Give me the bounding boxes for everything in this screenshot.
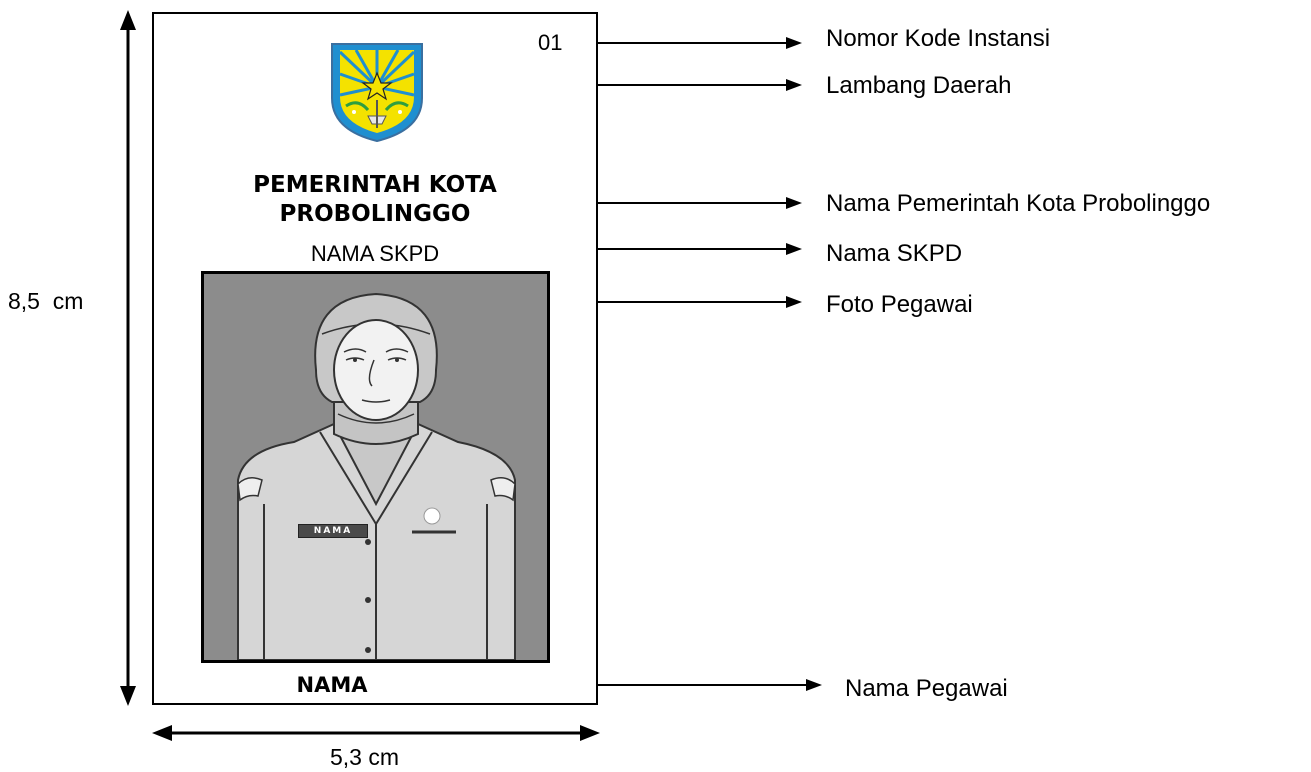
name-tag: NAMA xyxy=(298,524,368,538)
height-dimension-arrow xyxy=(120,10,136,706)
callout-label-skpd: Nama SKPD xyxy=(826,240,963,267)
employee-name: NAMA xyxy=(296,673,368,697)
employee-portrait-figure xyxy=(237,292,516,660)
government-title-line-2: PROBOLINGGO xyxy=(279,201,471,227)
employee-photo: NAMA xyxy=(201,271,550,663)
width-dimension-label: 5,3 cm xyxy=(330,744,400,770)
width-dimension-arrow xyxy=(152,725,600,741)
skpd-name: NAMA SKPD xyxy=(310,241,440,266)
city-emblem-icon xyxy=(331,43,423,143)
callout-label-name: Nama Pegawai xyxy=(845,675,1008,702)
callout-arrow-code xyxy=(576,37,802,49)
callout-label-emblem: Lambang Daerah xyxy=(826,72,1012,99)
government-title-line-1: PEMERINTAH KOTA xyxy=(253,172,497,198)
institution-code: 01 xyxy=(538,30,563,55)
callout-label-code: Nomor Kode Instansi xyxy=(826,25,1051,52)
callout-label-photo: Foto Pegawai xyxy=(826,291,973,318)
callout-label-government: Nama Pemerintah Kota Probolinggo xyxy=(826,190,1211,217)
height-dimension-label: 8,5 cm xyxy=(8,288,84,314)
